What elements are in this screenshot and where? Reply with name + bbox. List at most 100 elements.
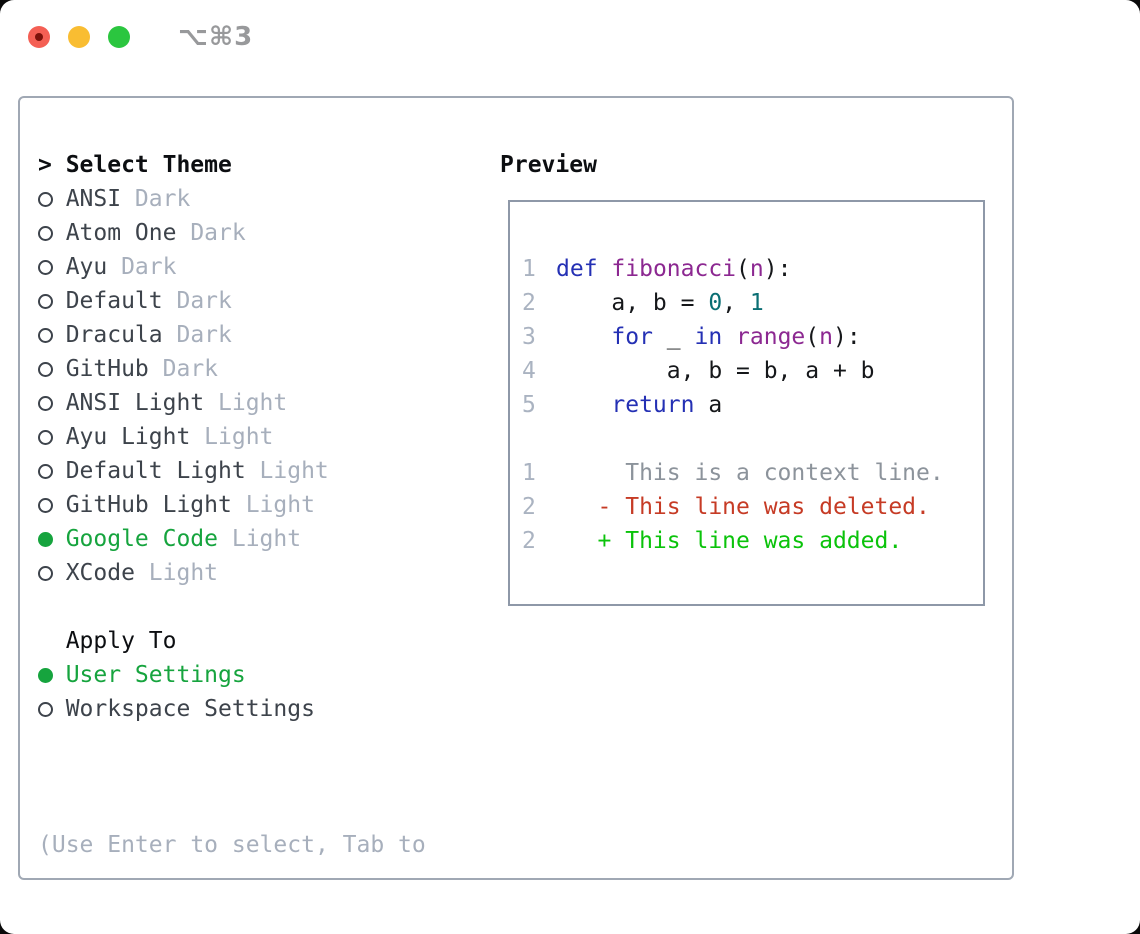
code-line: 2 a, b = 0, 1 [522, 286, 983, 320]
window-title: ⌥⌘3 [178, 22, 254, 52]
line-number: 5 [522, 392, 536, 418]
apply-to-header-indent [38, 624, 66, 658]
theme-variant-label: Dark [176, 288, 232, 314]
apply-to-header-row: Apply To [38, 624, 315, 658]
radio-icon [38, 420, 66, 454]
preview-title: Preview [500, 152, 597, 178]
theme-item-xcode[interactable]: XCode Light [38, 556, 329, 590]
theme-item-default-light[interactable]: Default Light Light [38, 454, 329, 488]
theme-item-label: XCode [65, 560, 135, 586]
code-token: ): [833, 324, 861, 350]
radio-icon [38, 182, 66, 216]
code-line: 4 a, b = b, a + b [522, 354, 983, 388]
minimize-button[interactable] [68, 26, 90, 48]
code-line: 2 + This line was added. [522, 524, 983, 558]
code-token: n [819, 324, 834, 350]
preview-title-row: Preview [500, 148, 597, 182]
theme-variant-label: Dark [190, 220, 246, 246]
close-button[interactable] [28, 26, 50, 48]
theme-item-default[interactable]: Default Dark [38, 284, 329, 318]
apply-to-title: Apply To [65, 628, 177, 654]
code-token: ( [736, 256, 750, 282]
line-number: 2 [522, 290, 536, 316]
line-number: 2 [522, 528, 536, 554]
theme-item-label: Default Light [65, 458, 246, 484]
line-number: 2 [522, 494, 536, 520]
code-token [598, 256, 612, 282]
theme-item-atom-one[interactable]: Atom One Dark [38, 216, 329, 250]
code-token: ( [805, 324, 820, 350]
theme-variant-label: Light [231, 526, 302, 552]
apply-option-label: Workspace Settings [65, 696, 315, 722]
theme-item-github-light[interactable]: GitHub Light Light [38, 488, 329, 522]
radio-icon [38, 692, 66, 726]
radio-selected-icon [38, 658, 66, 692]
code-token: 1 [749, 290, 764, 316]
code-token: _ [652, 324, 695, 350]
code-token: fibonacci [611, 256, 737, 282]
theme-item-label: Default [65, 288, 163, 314]
code-token: This is a context line. [556, 460, 944, 486]
radio-icon [38, 488, 66, 522]
theme-item-ayu[interactable]: Ayu Dark [38, 250, 329, 284]
radio-icon [38, 250, 66, 284]
radio-selected-icon [38, 522, 66, 556]
zoom-button[interactable] [108, 26, 130, 48]
apply-option-label: User Settings [65, 662, 246, 688]
code-token [556, 392, 611, 418]
theme-item-ansi-light[interactable]: ANSI Light Light [38, 386, 329, 420]
theme-item-label: Dracula [65, 322, 163, 348]
code-token [722, 324, 736, 350]
theme-item-label: GitHub Light [65, 492, 232, 518]
apply-option-workspace-settings[interactable]: Workspace Settings [38, 692, 315, 726]
theme-variant-label: Dark [162, 356, 219, 382]
theme-list-title: Select Theme [65, 152, 232, 178]
line-number: 1 [522, 460, 536, 486]
radio-icon [38, 454, 66, 488]
line-number: 3 [522, 324, 536, 350]
radio-icon [38, 386, 66, 420]
theme-variant-label: Light [148, 560, 219, 586]
code-line: 5 return a [522, 388, 983, 422]
radio-icon [38, 318, 66, 352]
theme-item-label: Ayu Light [65, 424, 191, 450]
code-token: a, b = b, a + b [556, 358, 875, 384]
theme-variant-label: Dark [121, 254, 177, 280]
radio-icon [38, 556, 66, 590]
theme-item-github[interactable]: GitHub Dark [38, 352, 329, 386]
theme-variant-label: Light [245, 492, 315, 518]
code-token: 0 [708, 290, 723, 316]
apply-option-user-settings[interactable]: User Settings [38, 658, 315, 692]
chevron-right-icon: > [38, 152, 52, 178]
code-token: return [611, 392, 695, 418]
hint-line: change focus) [38, 930, 426, 934]
theme-item-label: ANSI [65, 186, 122, 212]
theme-item-label: Ayu [65, 254, 108, 280]
code-token [556, 324, 611, 350]
hint-line: (Use Enter to select, Tab to [38, 832, 426, 858]
code-token: , [722, 290, 750, 316]
radio-icon [38, 284, 66, 318]
code-line: 3 for _ in range(n): [522, 320, 983, 354]
titlebar: ⌥⌘3 [0, 0, 1140, 74]
theme-item-label: ANSI Light [65, 390, 205, 416]
code-token: range [736, 324, 806, 350]
code-token: a [694, 392, 723, 418]
theme-variant-label: Light [259, 458, 329, 484]
theme-item-label: GitHub [65, 356, 149, 382]
code-token: - This line was deleted. [556, 494, 930, 520]
theme-item-label: Atom One [65, 220, 177, 246]
theme-variant-label: Light [218, 390, 288, 416]
line-number: 1 [522, 256, 536, 282]
code-line [522, 422, 983, 456]
